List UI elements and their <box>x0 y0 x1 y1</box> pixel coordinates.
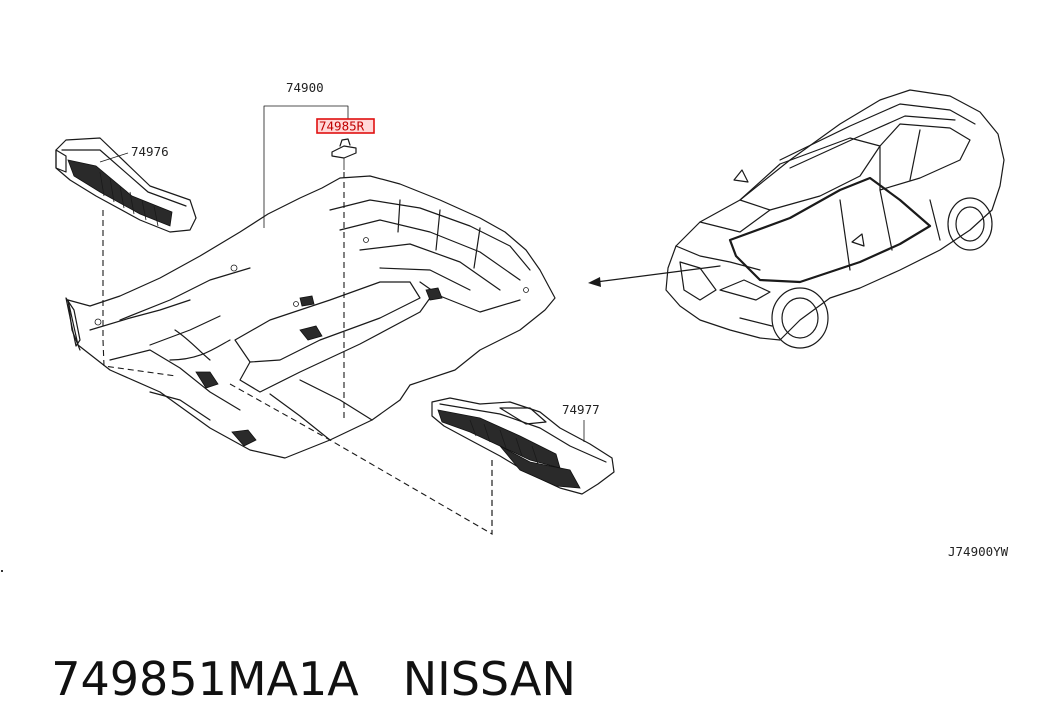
clip-part <box>331 138 357 170</box>
label-highlighted-part: 74985R <box>319 119 365 134</box>
label-right-part: 74977 <box>562 402 600 417</box>
drawing-code: J74900YW <box>948 544 1009 559</box>
right-insulator-74977 <box>431 397 615 495</box>
highlight-box <box>316 118 375 134</box>
label-assembly: 74900 <box>286 80 324 95</box>
vehicle-outline <box>665 89 1005 349</box>
pointer-arrow <box>588 265 721 287</box>
caption-brand: NISSAN <box>402 652 576 706</box>
floor-carpet-74900 <box>65 175 556 459</box>
label-left-part: 74976 <box>131 144 169 159</box>
caption-part-number: 749851MA1A <box>51 652 359 706</box>
parts-diagram: 74900 74985R 74976 <box>1 80 1009 572</box>
part-caption: 749851MA1A NISSAN <box>22 598 576 706</box>
assembly-leader <box>263 105 349 228</box>
highlighted-part-callout[interactable]: 74985R <box>316 118 375 134</box>
corner-mark <box>1 570 3 572</box>
left-insulator-74976 <box>55 137 197 233</box>
left-guide-dash <box>102 339 177 377</box>
